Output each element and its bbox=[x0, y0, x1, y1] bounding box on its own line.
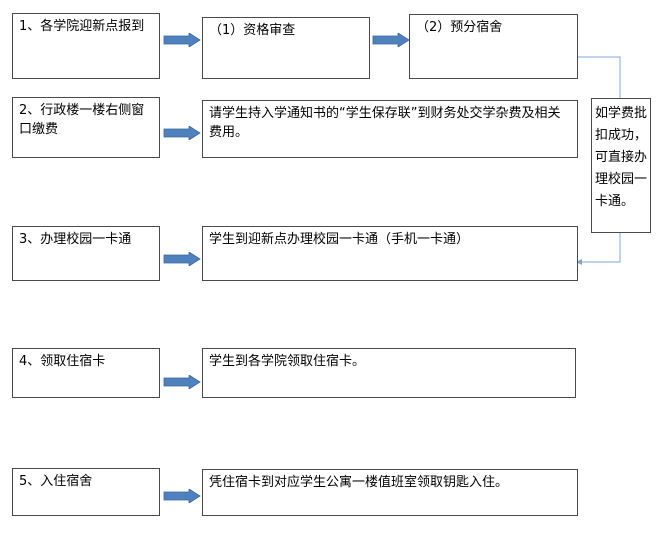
step-4-detail-box: 学生到各学院领取住宿卡。 bbox=[202, 348, 576, 398]
step-1-sub-2-text: （2）预分宿舍 bbox=[416, 20, 503, 35]
step-3-label: 3、办理校园一卡通 bbox=[19, 232, 132, 247]
arrow-3-icon bbox=[163, 252, 201, 266]
step-1-box: 1、各学院迎新点报到 bbox=[12, 13, 160, 79]
step-2-box: 2、行政楼一楼右侧窗口缴费 bbox=[12, 97, 160, 158]
step-3-detail-box: 学生到迎新点办理校园一卡通（手机一卡通） bbox=[202, 226, 578, 281]
arrow-1-1-icon bbox=[163, 33, 201, 47]
step-4-label: 4、领取住宿卡 bbox=[19, 354, 106, 369]
step-2-detail-text: 请学生持入学通知书的“学生保存联”到财务处交学杂费及相关费用。 bbox=[209, 106, 561, 140]
step-1-label: 1、各学院迎新点报到 bbox=[19, 19, 145, 34]
step-4-detail-text: 学生到各学院领取住宿卡。 bbox=[209, 354, 366, 369]
step-1-sub-2-box: （2）预分宿舍 bbox=[409, 14, 578, 79]
side-note-text: 如学费批扣成功，可直接办理校园一卡通。 bbox=[595, 106, 648, 209]
arrow-4-icon bbox=[163, 375, 201, 389]
connector-bottom bbox=[580, 233, 621, 263]
step-1-sub-1-box: （1）资格审查 bbox=[202, 17, 370, 79]
step-5-detail-text: 凭住宿卡到对应学生公寓一楼值班室领取钥匙入住。 bbox=[209, 475, 509, 490]
step-2-detail-box: 请学生持入学通知书的“学生保存联”到财务处交学杂费及相关费用。 bbox=[202, 100, 578, 158]
step-2-label: 2、行政楼一楼右侧窗口缴费 bbox=[19, 103, 145, 137]
connector-top bbox=[578, 56, 621, 98]
step-4-box: 4、领取住宿卡 bbox=[12, 348, 160, 398]
step-5-box: 5、入住宿舍 bbox=[12, 468, 160, 516]
arrow-5-icon bbox=[163, 489, 201, 503]
arrow-1-2-icon bbox=[372, 33, 410, 47]
step-5-label: 5、入住宿舍 bbox=[19, 474, 93, 489]
step-3-box: 3、办理校园一卡通 bbox=[12, 226, 160, 281]
side-note-box: 如学费批扣成功，可直接办理校园一卡通。 bbox=[591, 98, 651, 233]
step-1-sub-1-text: （1）资格审查 bbox=[209, 23, 296, 38]
step-3-detail-text: 学生到迎新点办理校园一卡通（手机一卡通） bbox=[209, 232, 470, 247]
arrow-2-icon bbox=[163, 126, 201, 140]
step-5-detail-box: 凭住宿卡到对应学生公寓一楼值班室领取钥匙入住。 bbox=[202, 469, 578, 516]
